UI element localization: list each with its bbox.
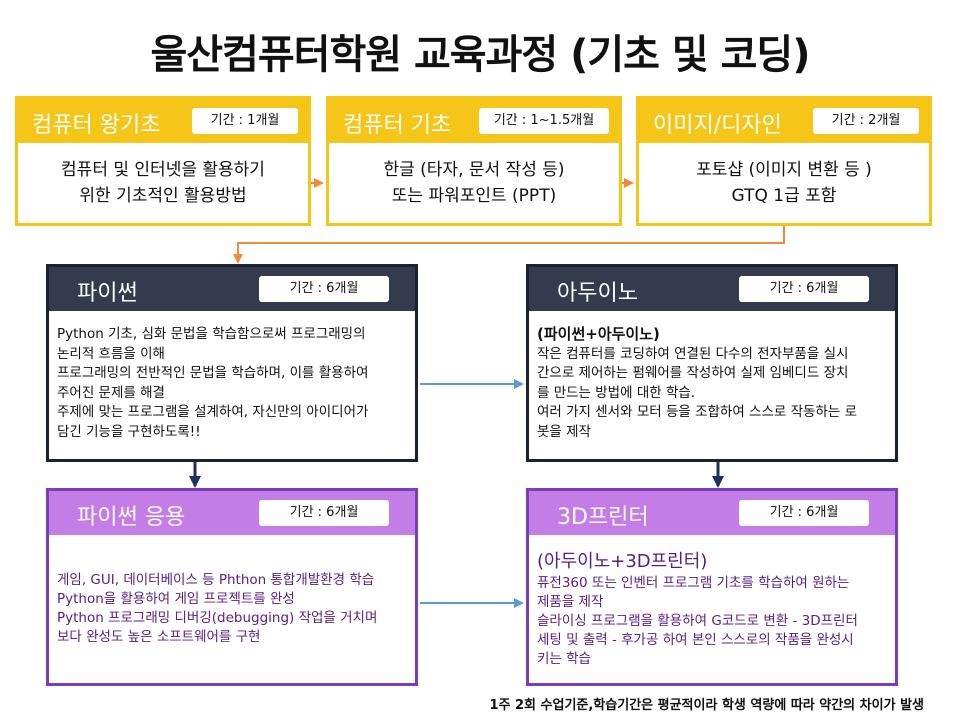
- period-badge: 기간 : 6개월: [739, 500, 869, 526]
- card-header: 파이썬 기간 : 6개월: [49, 267, 415, 311]
- card-text-line: 간으로 제어하는 펌웨어를 작성하여 실제 임베디드 장치: [537, 365, 849, 381]
- card-text-line: 보다 완성도 높은 소프트웨어를 구현: [57, 629, 261, 645]
- course-card-computer-basics-starter: 컴퓨터 왕기초 기간 : 1개월 컴퓨터 및 인터넷을 활용하기 위한 기초적인…: [15, 96, 311, 226]
- period-badge: 기간 : 1개월: [192, 108, 298, 134]
- card-header: 컴퓨터 왕기초 기간 : 1개월: [18, 99, 308, 143]
- card-body: Python 기초, 심화 문법을 학습함으로써 프로그래밍의 논리적 흐름을 …: [49, 311, 415, 459]
- card-body: (파이썬+아두이노) 작은 컴퓨터를 코딩하여 연결된 다수의 전자부품을 실시…: [529, 311, 895, 459]
- card-title: 파이썬: [77, 281, 138, 306]
- card-text-line: 슬라이싱 프로그램을 활용하여 G코드로 변환 - 3D프린터: [537, 612, 858, 629]
- footnote: 1주 2회 수업기준,학습기간은 평균적이라 학생 역량에 따라 약간의 차이가…: [489, 698, 924, 713]
- card-text-line: 한글 (타자, 문서 작성 등): [383, 160, 565, 180]
- card-text-line: Python 기초, 심화 문법을 학습함으로써 프로그래밍의: [57, 326, 366, 342]
- card-header: 컴퓨터 기초 기간 : 1~1.5개월: [329, 99, 619, 143]
- card-title: 컴퓨터 기초: [343, 113, 452, 138]
- period-badge: 기간 : 6개월: [739, 276, 869, 302]
- period-badge: 기간 : 6개월: [259, 276, 389, 302]
- card-text-line: 제품을 제작: [537, 593, 604, 610]
- card-text-line: GTQ 1급 포함: [731, 186, 837, 206]
- card-text-line: 논리적 흐름을 이해: [57, 345, 165, 362]
- card-text-line: Python을 활용하여 게임 프로젝트를 완성: [57, 591, 295, 607]
- period-badge: 기간 : 6개월: [259, 500, 389, 526]
- period-badge: 기간 : 1~1.5개월: [479, 108, 609, 134]
- card-text-line: 세팅 및 출력 - 후가공 하여 본인 스스로의 작품을 완성시: [537, 631, 854, 648]
- card-title: 3D프린터: [557, 505, 649, 530]
- card-title: 파이썬 응용: [77, 505, 186, 530]
- card-body: 게임, GUI, 데이터베이스 등 Phthon 통합개발환경 학습 Pytho…: [49, 535, 415, 683]
- card-text-line: 담긴 기능을 구현하도록!!: [57, 423, 201, 440]
- card-text-line: 주제에 맞는 프로그램을 설계하여, 자신만의 아이디어가: [57, 404, 369, 420]
- card-text-line: 주어진 문제를 해결: [57, 384, 165, 401]
- card-header: 아두이노 기간 : 6개월: [529, 267, 895, 311]
- card-body: (아두이노+3D프린터) 퓨전360 또는 인벤터 프로그램 기초를 학습하여 …: [529, 535, 895, 683]
- card-text-line: 포토샵 (이미지 변환 등 ): [696, 160, 872, 180]
- course-card-python: 파이썬 기간 : 6개월 Python 기초, 심화 문법을 학습함으로써 프로…: [46, 264, 418, 462]
- card-header: 파이썬 응용 기간 : 6개월: [49, 491, 415, 535]
- course-card-3d-printer: 3D프린터 기간 : 6개월 (아두이노+3D프린터) 퓨전360 또는 인벤터…: [526, 488, 898, 686]
- card-text-line: 프로그래밍의 전반적인 문법을 학습하며, 이를 활용하여: [57, 365, 369, 381]
- arrow-design-to-python: [233, 226, 785, 264]
- card-body: 포토샵 (이미지 변환 등 ) GTQ 1급 포함: [639, 143, 929, 223]
- card-text-line: Python 프로그래밍 디버깅(debugging) 작업을 거치며: [57, 610, 378, 626]
- card-text-line: 봇을 제작: [537, 423, 591, 440]
- card-text-line: 를 만드는 방법에 대한 학습.: [537, 384, 696, 401]
- course-card-computer-basics: 컴퓨터 기초 기간 : 1~1.5개월 한글 (타자, 문서 작성 등) 또는 …: [326, 96, 622, 226]
- card-text-line: 키는 학습: [537, 650, 591, 667]
- page-title: 울산컴퓨터학원 교육과정 (기초 및 코딩): [150, 32, 810, 78]
- card-title: 이미지/디자인: [653, 113, 782, 138]
- card-header: 이미지/디자인 기간 : 2개월: [639, 99, 929, 143]
- course-card-python-application: 파이썬 응용 기간 : 6개월 게임, GUI, 데이터베이스 등 Phthon…: [46, 488, 418, 686]
- card-text-line: 또는 파워포인트 (PPT): [391, 186, 557, 206]
- card-subtitle: (파이썬+아두이노): [537, 325, 660, 343]
- card-title: 컴퓨터 왕기초: [32, 113, 161, 138]
- card-title: 아두이노: [557, 281, 638, 306]
- card-text-line: 위한 기초적인 활용방법: [79, 186, 247, 206]
- card-text-line: 퓨전360 또는 인벤터 프로그램 기초를 학습하여 원하는: [537, 574, 850, 591]
- card-text-line: 컴퓨터 및 인터넷을 활용하기: [61, 160, 265, 180]
- card-text-line: 작은 컴퓨터를 코딩하여 연결된 다수의 전자부품을 실시: [537, 345, 849, 362]
- card-subtitle: (아두이노+3D프린터): [537, 550, 708, 572]
- card-body: 한글 (타자, 문서 작성 등) 또는 파워포인트 (PPT): [329, 143, 619, 223]
- card-text-line: 게임, GUI, 데이터베이스 등 Phthon 통합개발환경 학습: [57, 572, 375, 588]
- course-card-image-design: 이미지/디자인 기간 : 2개월 포토샵 (이미지 변환 등 ) GTQ 1급 …: [636, 96, 932, 226]
- period-badge: 기간 : 2개월: [813, 108, 919, 134]
- course-card-arduino: 아두이노 기간 : 6개월 (파이썬+아두이노) 작은 컴퓨터를 코딩하여 연결…: [526, 264, 898, 462]
- card-text-line: 여러 가지 센서와 모터 등을 조합하여 스스로 작동하는 로: [537, 404, 857, 420]
- card-header: 3D프린터 기간 : 6개월: [529, 491, 895, 535]
- card-body: 컴퓨터 및 인터넷을 활용하기 위한 기초적인 활용방법: [18, 143, 308, 223]
